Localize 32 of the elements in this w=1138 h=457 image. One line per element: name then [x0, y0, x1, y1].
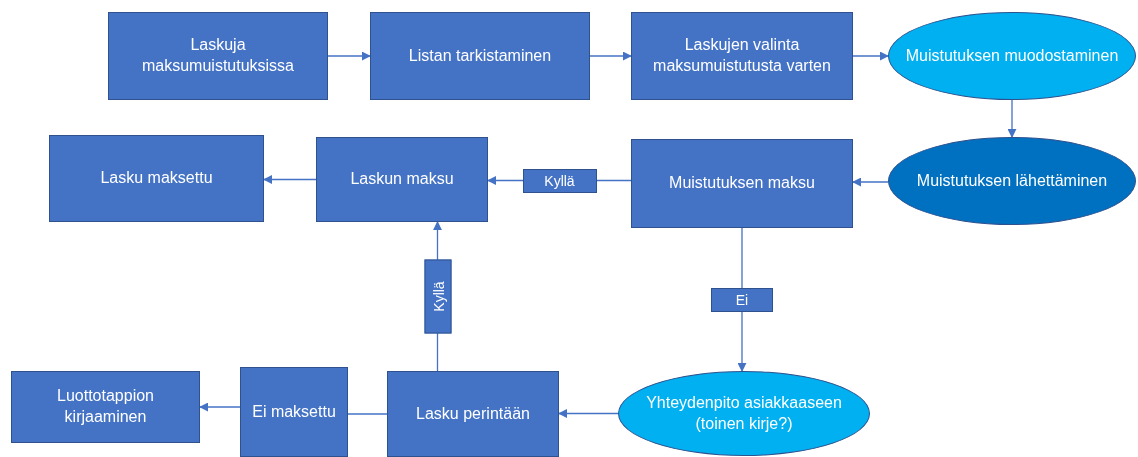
arrow	[558, 409, 619, 418]
process-box	[11, 371, 200, 443]
process-box	[240, 367, 348, 457]
arrow	[199, 402, 241, 412]
edge-label: Ei	[711, 287, 773, 312]
node-label: Ei maksettu	[252, 401, 336, 422]
process-box	[631, 139, 853, 228]
node-label: Lasku perintään	[416, 403, 530, 424]
node-label: Yhteydenpito asiakkaaseen (toinen kirje?)	[645, 392, 843, 434]
node-label: Muistutuksen maksu	[669, 173, 815, 194]
arrow	[263, 175, 317, 184]
node-label: Muistutuksen muodostaminen	[905, 45, 1119, 66]
node-label: Laskujen valinta maksumuistutusta varten	[652, 35, 832, 76]
process-box	[370, 12, 590, 100]
node-label: Muistutuksen lähettäminen	[916, 170, 1108, 191]
arrow	[589, 51, 632, 61]
node-label: Laskun maksu	[350, 169, 454, 190]
node-label: Lasku maksettu	[100, 168, 213, 189]
node-label: Listan tarkistaminen	[408, 45, 552, 66]
node-label: Laskuja maksumuistutuksissa	[140, 35, 295, 76]
edge-label: Kyllä	[522, 168, 597, 193]
edge-label: Kyllä	[424, 259, 451, 334]
process-box	[631, 12, 853, 100]
process-box	[108, 12, 328, 100]
process-box	[49, 135, 264, 222]
arrow	[1007, 99, 1017, 138]
process-box	[387, 371, 559, 457]
node-label: Luottotappion kirjaaminen	[56, 386, 155, 427]
arrow	[852, 51, 889, 61]
arrow	[852, 177, 889, 187]
arrow	[327, 51, 371, 61]
process-box	[316, 137, 488, 222]
